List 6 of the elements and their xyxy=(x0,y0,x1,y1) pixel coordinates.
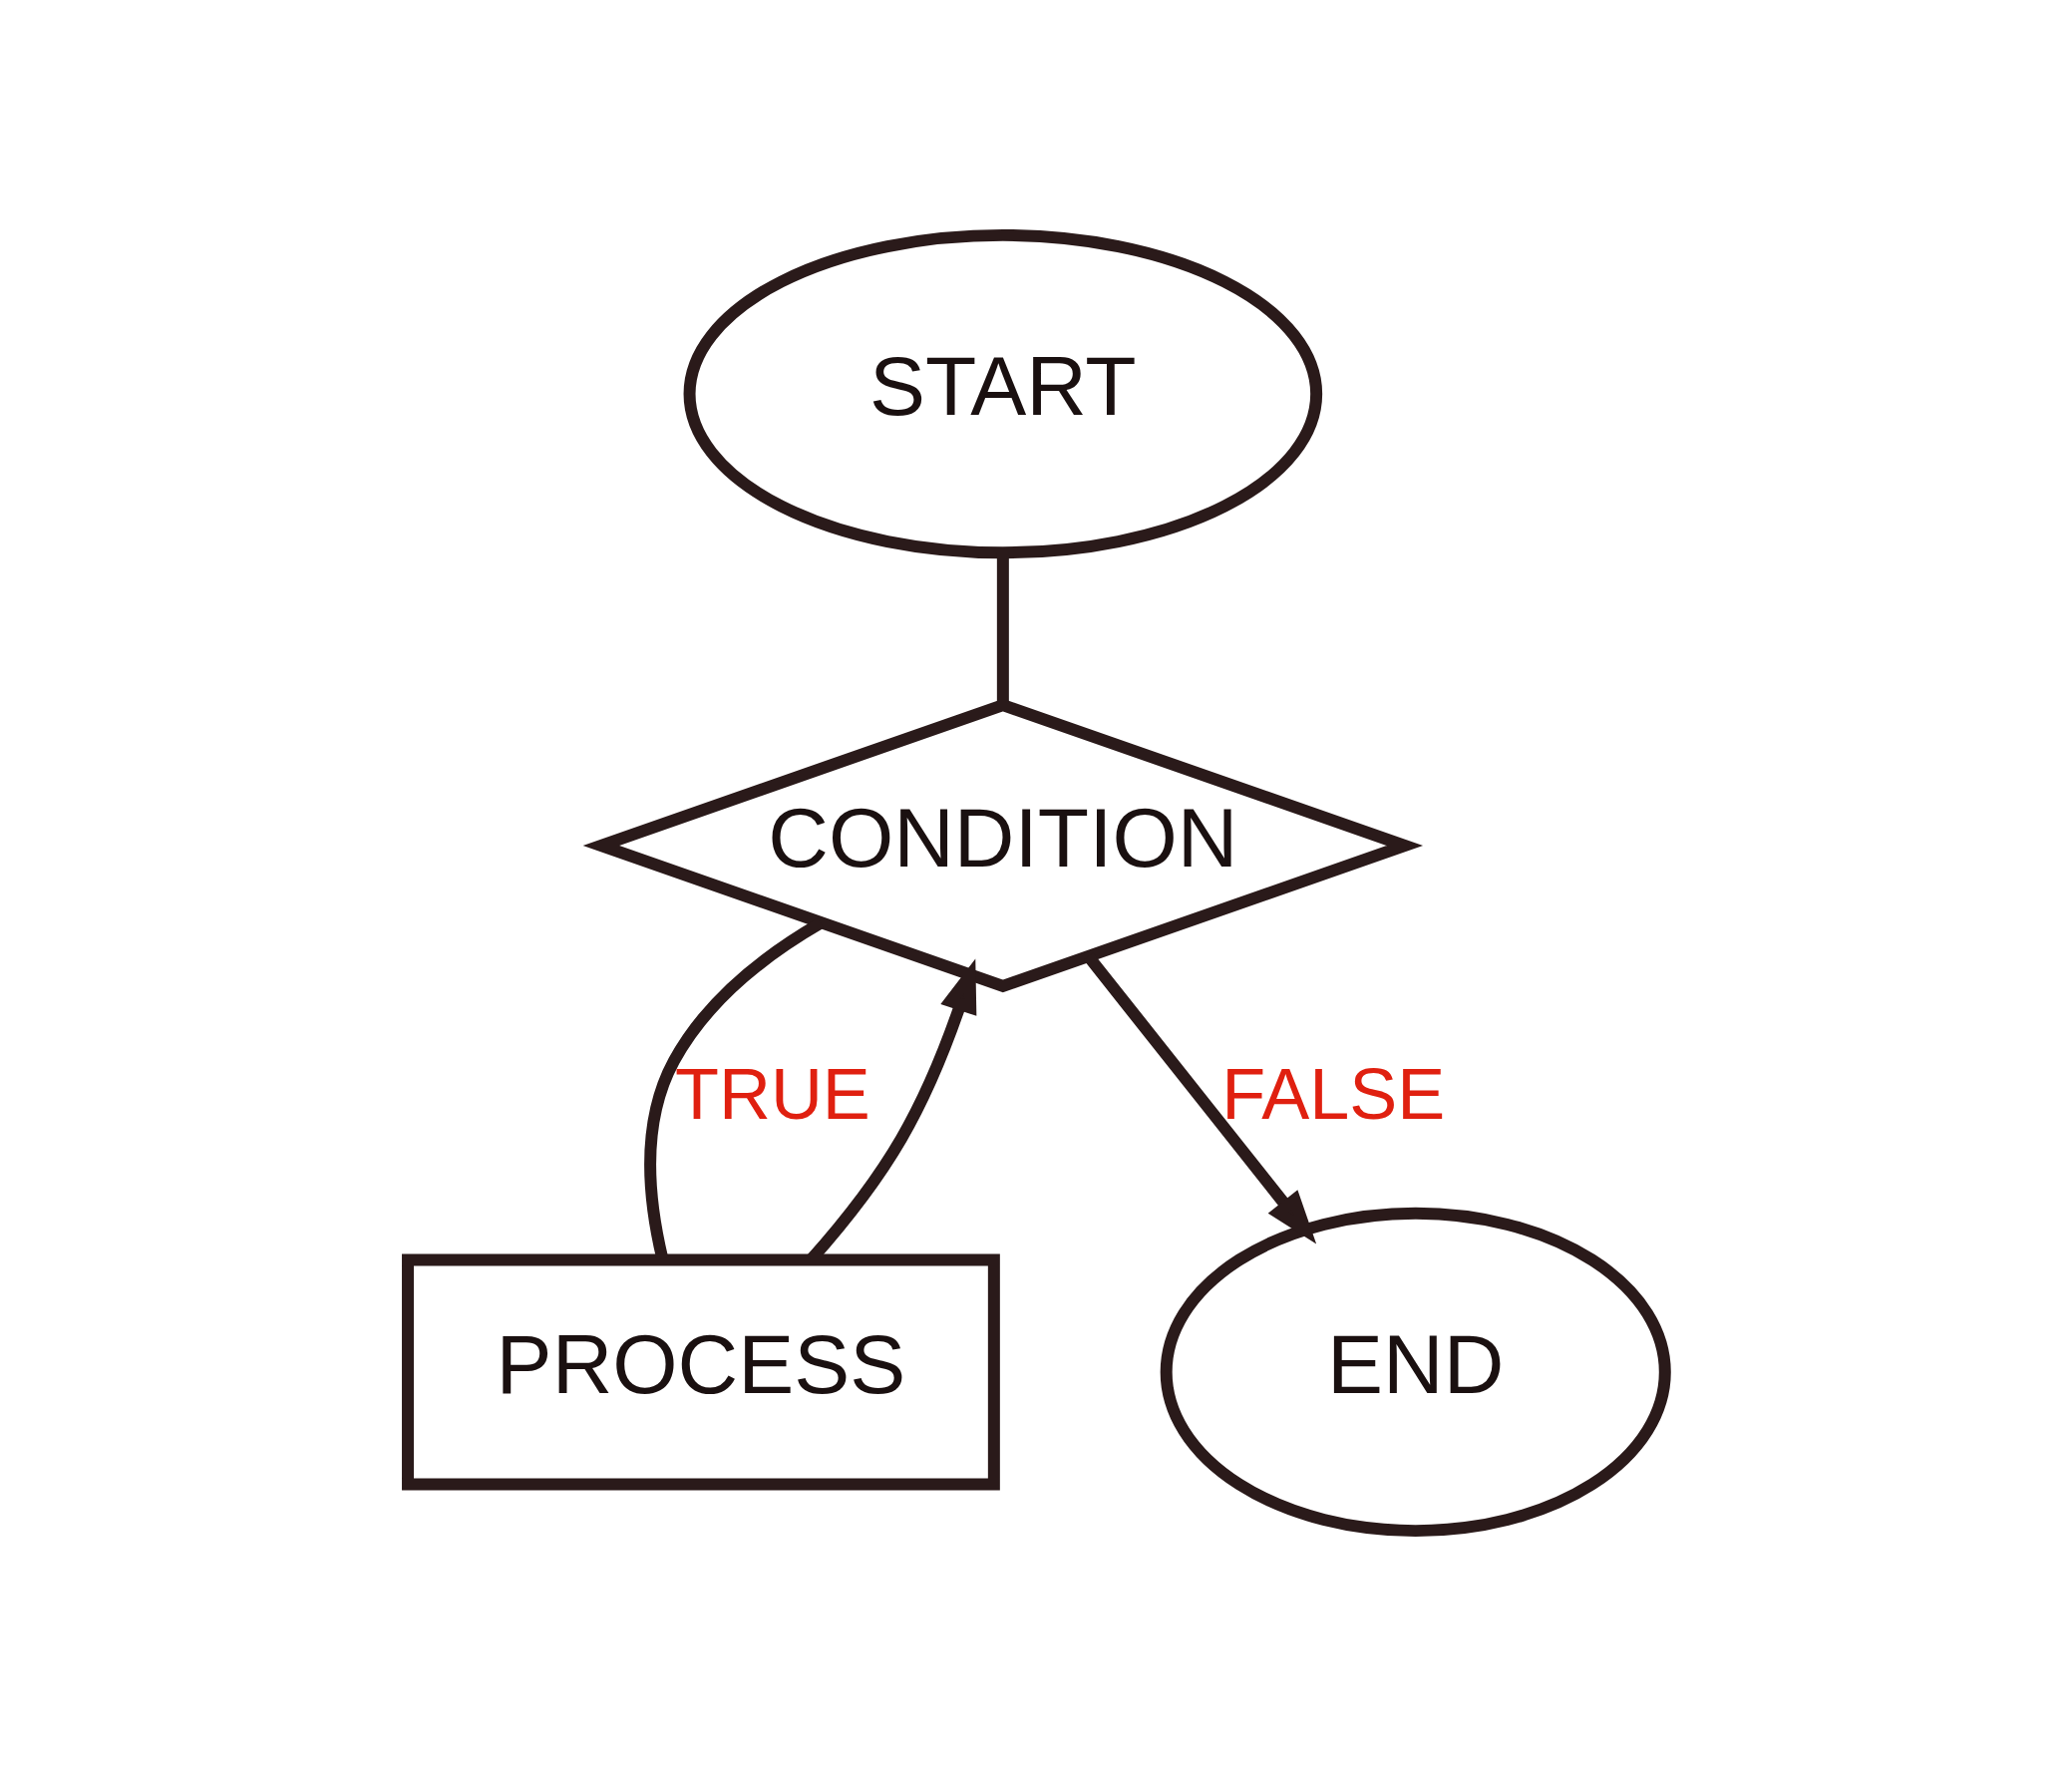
node-box: PROCESS xyxy=(401,1253,1000,1491)
edge-label: TRUE xyxy=(674,1053,870,1134)
edge-label: FALSE xyxy=(1220,1053,1445,1134)
node-diamond: CONDITION xyxy=(582,698,1423,993)
node-ellipse: END xyxy=(1160,1207,1671,1538)
node-ellipse: START xyxy=(683,228,1322,559)
